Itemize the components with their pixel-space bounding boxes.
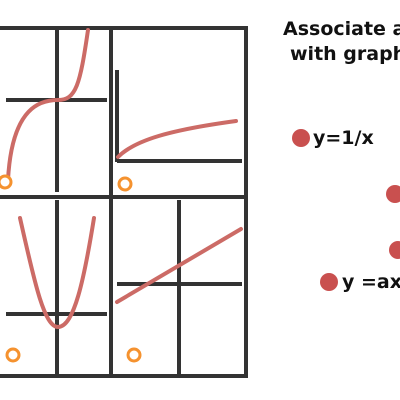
option-dot-linear[interactable]: [320, 273, 338, 291]
option-dot-2[interactable]: [386, 185, 400, 203]
option-label-reciprocal[interactable]: y=1/x: [313, 127, 374, 149]
option-label-linear[interactable]: y =ax+: [342, 271, 400, 293]
panel-hit-area[interactable]: [0, 30, 109, 195]
graph-panel-parabola[interactable]: [0, 199, 109, 374]
drop-target-ring[interactable]: [0, 174, 13, 190]
panel-hit-area[interactable]: [113, 30, 244, 195]
graph-grid: [0, 26, 248, 378]
drop-target-ring[interactable]: [5, 347, 21, 363]
graph-panel-linear[interactable]: [113, 199, 244, 374]
option-dot-reciprocal[interactable]: [292, 129, 310, 147]
drop-target-ring[interactable]: [117, 176, 133, 192]
instruction-title: Associate a with graph: [283, 17, 400, 67]
drop-target-ring[interactable]: [126, 347, 142, 363]
title-line-1: Associate a: [283, 18, 400, 40]
graph-panel-sqrt[interactable]: [113, 30, 244, 195]
linear-line: [115, 227, 243, 304]
option-dot-3[interactable]: [389, 241, 400, 259]
graph-panel-cubic[interactable]: [0, 28, 109, 195]
parabola-curve: [18, 216, 96, 330]
title-line-2: with graph: [290, 43, 400, 65]
cubic-curve: [6, 28, 90, 182]
sqrt-curve: [116, 119, 238, 159]
